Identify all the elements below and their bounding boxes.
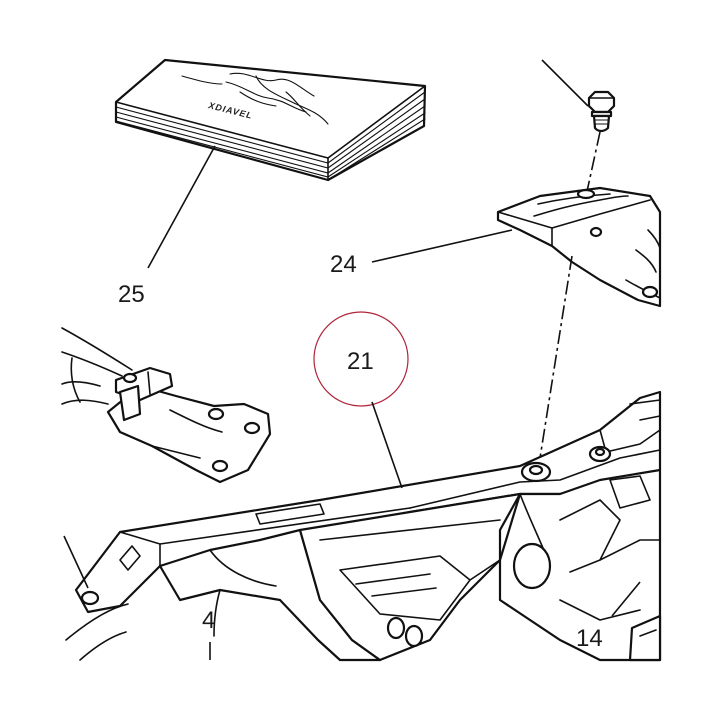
assembly-axis-bracket — [539, 255, 573, 459]
callout-14: 14 — [576, 625, 603, 652]
callout-4: 4 — [202, 607, 215, 634]
leader-line-24 — [371, 229, 513, 263]
bracket-icon[interactable] — [496, 186, 662, 308]
leader-line-screw — [541, 59, 589, 107]
leader-line-25 — [147, 145, 216, 269]
callout-25: 25 — [118, 281, 145, 308]
frame-icon[interactable] — [65, 390, 662, 662]
plate-hole-2 — [243, 421, 261, 435]
frame-left-hole — [80, 590, 100, 606]
leader-line-14 — [611, 581, 641, 617]
screw-icon[interactable] — [587, 90, 616, 133]
leader-line-4 — [63, 535, 89, 589]
bracket-mount-hole — [576, 188, 596, 200]
callout-21: 21 — [347, 348, 374, 375]
clamp-plate-icon[interactable] — [61, 327, 272, 484]
highlight-circle-21 — [313, 311, 409, 407]
owner-manual-icon[interactable]: XDIAVEL — [114, 58, 427, 182]
leader-line-21 — [371, 401, 403, 489]
callout-24: 24 — [330, 251, 357, 278]
assembly-axis-screw — [585, 131, 601, 197]
plate-hole-3 — [211, 459, 229, 473]
plate-hole-1 — [207, 407, 225, 421]
